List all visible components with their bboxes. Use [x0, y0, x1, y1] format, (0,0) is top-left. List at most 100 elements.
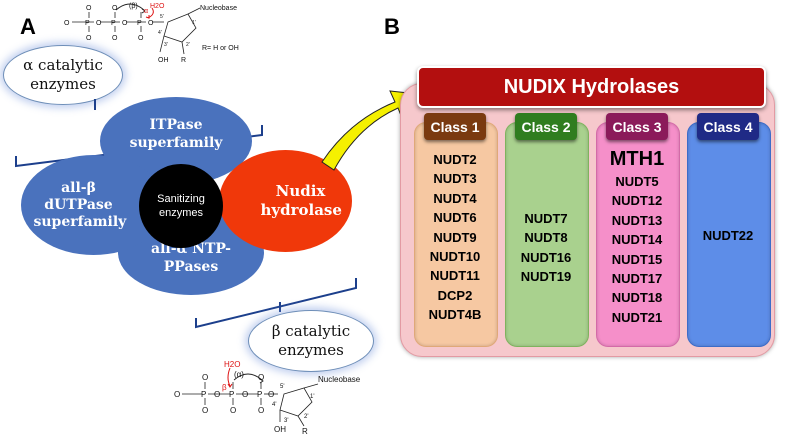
gene-item: NUDT16: [520, 249, 572, 265]
o-atom: O: [112, 35, 118, 42]
ring-number: 2': [304, 414, 308, 420]
class-1-tab: Class 1: [424, 113, 486, 140]
nudix-hydrolases-title: NUDIX Hydrolases: [503, 75, 680, 98]
nudix-hydrolase-petal: Nudix hydrolase: [219, 150, 352, 252]
oh-label: OH: [274, 425, 286, 434]
beta-catalytic-enzymes-text: β catalytic enzymes: [271, 322, 351, 359]
top-nucleotide-structure: P P P O O O O O O O O O (β) α H2O Nucleo…: [64, 3, 239, 64]
class-2-label: Class 2: [521, 118, 571, 135]
alpha-paren-label: (α): [234, 370, 244, 379]
o-atom: O: [230, 406, 236, 415]
dutpase-label: all-β dUTPase superfamily: [33, 179, 127, 230]
gene-item: NUDT17: [611, 271, 663, 287]
o-atom: O: [258, 373, 264, 382]
alpha-catalytic-enzymes-text: α catalytic enzymes: [23, 56, 103, 93]
o-atom: O: [242, 390, 248, 399]
ring-number: 5': [280, 384, 284, 390]
p-atom: P: [229, 390, 234, 399]
beta-paren-label: (β): [129, 3, 138, 10]
p-atom: P: [111, 20, 116, 27]
gene-item: NUDT4: [433, 190, 477, 206]
class-2-tab: Class 2: [515, 113, 577, 140]
bottom-nucleotide-structure: P P P O O O O O O O O O H2O β (α) Nucleo…: [174, 360, 361, 436]
ring-number: 4': [158, 30, 162, 36]
gene-item: NUDT3: [433, 171, 477, 187]
gene-item: NUDT7: [524, 211, 568, 226]
o-atom: O: [268, 390, 274, 399]
r-label: R: [302, 427, 308, 436]
o-atom: O: [86, 35, 92, 42]
sanitizing-enzymes-center: Sanitizing enzymes: [139, 164, 223, 248]
nudix-label: Nudix hydrolase: [260, 182, 342, 219]
o-atom: O: [86, 5, 92, 12]
ring-number: 1': [310, 394, 314, 400]
ring-number: 3': [164, 42, 168, 48]
alpha-label: α: [144, 8, 148, 15]
class-3-tab: Class 3: [606, 113, 668, 140]
ring-number: 2': [186, 42, 190, 48]
gene-item: NUDT6: [433, 210, 477, 226]
ring-number: 3': [284, 418, 288, 424]
gene-item: NUDT13: [611, 212, 663, 228]
nucleobase-label: Nucleobase: [200, 5, 237, 12]
class-2-gene-list: NUDT7 NUDT8 NUDT16 NUDT19: [505, 209, 587, 287]
nucleobase-label: Nucleobase: [318, 375, 361, 384]
beta-label: β: [222, 383, 227, 392]
gene-item: NUDT14: [611, 232, 663, 248]
o-atom: O: [122, 20, 128, 27]
gene-item: NUDT12: [611, 193, 663, 209]
o-atom: O: [138, 35, 144, 42]
nudix-hydrolases-header: NUDIX Hydrolases: [417, 66, 766, 108]
o-atom: O: [202, 373, 208, 382]
ring-number: 1': [192, 20, 196, 26]
class-3-gene-list: MTH1 NUDT5 NUDT12 NUDT13 NUDT14 NUDT15 N…: [596, 146, 678, 327]
r-definition: R= H or OH: [202, 45, 239, 52]
o-atom: O: [148, 20, 154, 27]
alpha-catalytic-enzymes-label: α catalytic enzymes: [3, 45, 123, 105]
panel-b-label: B: [384, 14, 400, 39]
gene-item: NUDT22: [702, 228, 754, 243]
class-1-column: [414, 122, 498, 347]
p-atom: P: [137, 20, 142, 27]
ring-number: 4': [272, 402, 276, 408]
water-label: H2O: [150, 3, 165, 10]
beta-catalytic-enzymes-label: β catalytic enzymes: [248, 310, 374, 372]
o-atom: O: [174, 390, 180, 399]
gene-item: NUDT18: [611, 290, 663, 306]
class-4-gene-list: NUDT22: [687, 226, 769, 245]
o-atom: O: [202, 406, 208, 415]
class-4-column: [687, 122, 771, 347]
sanitizing-label: Sanitizing enzymes: [157, 193, 205, 219]
class-4-label: Class 4: [703, 118, 753, 135]
class-1-gene-list: NUDT2 NUDT3 NUDT4 NUDT6 NUDT9 NUDT10 NUD…: [414, 150, 496, 325]
panel-a-label: A: [20, 14, 36, 39]
gene-item: NUDT21: [611, 309, 663, 325]
itpase-label: ITPase superfamily: [129, 117, 223, 151]
gene-item: NUDT11: [430, 268, 480, 284]
gene-item: NUDT4B: [428, 307, 482, 323]
gene-item: NUDT15: [611, 251, 663, 267]
gene-item: NUDT19: [520, 269, 572, 285]
oh-label: OH: [158, 57, 169, 64]
o-atom: O: [214, 390, 220, 399]
o-atom: O: [258, 406, 264, 415]
o-atom: O: [96, 20, 102, 27]
gene-item: DCP2: [437, 287, 473, 303]
p-atom: P: [85, 20, 90, 27]
class-4-tab: Class 4: [697, 113, 759, 140]
class-3-label: Class 3: [612, 118, 662, 135]
water-label: H2O: [224, 360, 240, 369]
class-1-label: Class 1: [430, 118, 480, 135]
gene-item: NUDT8: [524, 230, 568, 246]
o-atom: O: [112, 5, 118, 12]
gene-item: NUDT2: [433, 152, 477, 167]
gene-item: NUDT10: [429, 249, 481, 265]
gene-item: NUDT9: [433, 229, 477, 245]
r-label: R: [181, 57, 186, 64]
mth1-highlight: MTH1: [609, 148, 665, 170]
o-atom: O: [64, 20, 70, 27]
p-atom: P: [257, 390, 262, 399]
gene-item: NUDT5: [615, 174, 659, 189]
ring-number: 5': [160, 14, 164, 20]
p-atom: P: [201, 390, 206, 399]
